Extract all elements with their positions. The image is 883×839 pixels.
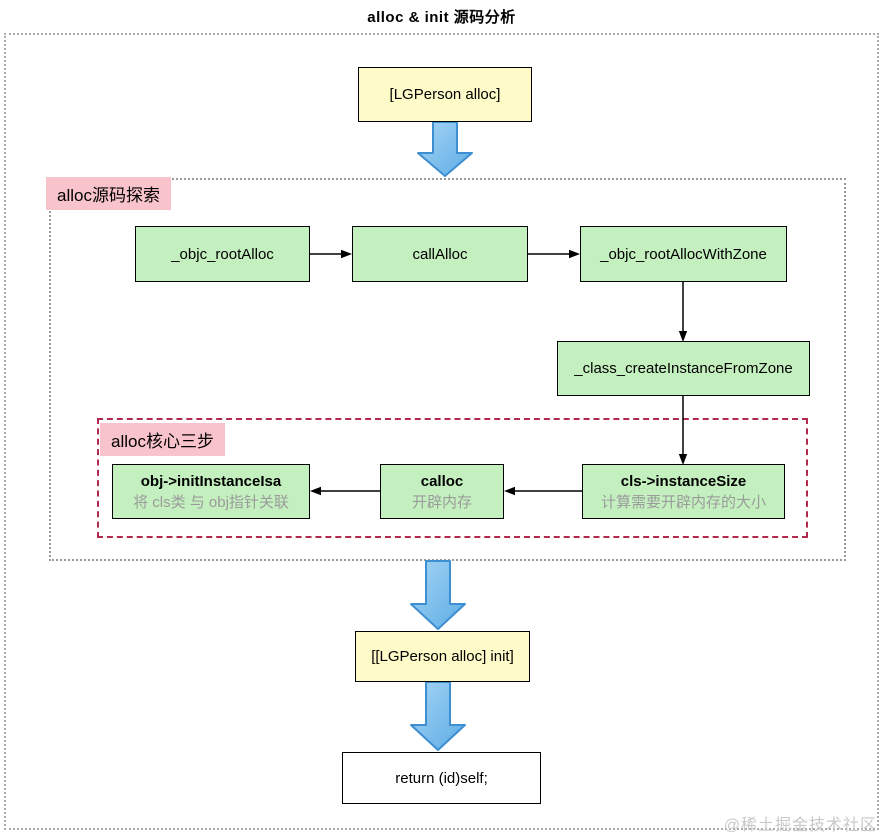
node-objc-rootallocwithzone-label: _objc_rootAllocWithZone (600, 245, 767, 263)
arrow-rootalloc-to-callalloc (310, 249, 352, 259)
node-lgperson-alloc: [LGPerson alloc] (358, 67, 532, 122)
node-lgperson-alloc-init: [[LGPerson alloc] init] (355, 631, 530, 682)
blue-arrow-init-to-return (410, 681, 466, 751)
node-cls-instancesize-subtitle: 计算需要开辟内存的大小 (600, 493, 766, 511)
blue-arrow-alloc-to-explore (417, 121, 473, 177)
page-title: alloc & init 源码分析 (367, 9, 516, 26)
watermark: @稀土掘金技术社区 (723, 817, 877, 834)
arrow-callalloc-to-rootallocwithzone (528, 249, 580, 259)
node-callalloc-label: callAlloc (412, 245, 468, 263)
node-return-self-label: return (id)self; (395, 769, 488, 787)
node-calloc: calloc 开辟内存 (380, 464, 504, 519)
section-alloc-core-three-steps (97, 418, 808, 538)
arrow-calloc-to-initinstanceisa (310, 486, 380, 496)
node-calloc-subtitle: 开辟内存 (411, 493, 472, 511)
node-class-createinstancefromzone-label: _class_createInstanceFromZone (574, 360, 793, 377)
section-label-core-steps: alloc核心三步 (100, 423, 225, 456)
node-cls-instancesize: cls->instanceSize 计算需要开辟内存的大小 (582, 464, 785, 519)
arrow-createinstance-to-instancesize (678, 396, 688, 465)
node-class-createinstancefromzone: _class_createInstanceFromZone (557, 341, 810, 396)
node-objc-rootalloc-label: _objc_rootAlloc (171, 245, 274, 263)
node-return-self: return (id)self; (342, 752, 541, 804)
node-callalloc: callAlloc (352, 226, 528, 282)
node-cls-instancesize-title: cls->instanceSize (620, 472, 747, 490)
blue-arrow-explore-to-init (410, 560, 466, 630)
node-init-instance-isa: obj->initInstanceIsa 将 cls类 与 obj指针关联 (112, 464, 310, 519)
section-label-explore: alloc源码探索 (46, 177, 171, 210)
node-init-instance-isa-subtitle: 将 cls类 与 obj指针关联 (133, 493, 289, 511)
node-lgperson-alloc-init-label: [[LGPerson alloc] init] (371, 648, 514, 665)
arrow-instancesize-to-calloc (504, 486, 582, 496)
node-init-instance-isa-title: obj->initInstanceIsa (140, 472, 282, 490)
node-objc-rootallocwithzone: _objc_rootAllocWithZone (580, 226, 787, 282)
arrow-rootallocwithzone-to-createinstance (678, 281, 688, 342)
node-objc-rootalloc: _objc_rootAlloc (135, 226, 310, 282)
node-calloc-title: calloc (420, 472, 464, 490)
outer-dotted-frame (4, 33, 879, 830)
node-lgperson-alloc-label: [LGPerson alloc] (389, 86, 501, 103)
